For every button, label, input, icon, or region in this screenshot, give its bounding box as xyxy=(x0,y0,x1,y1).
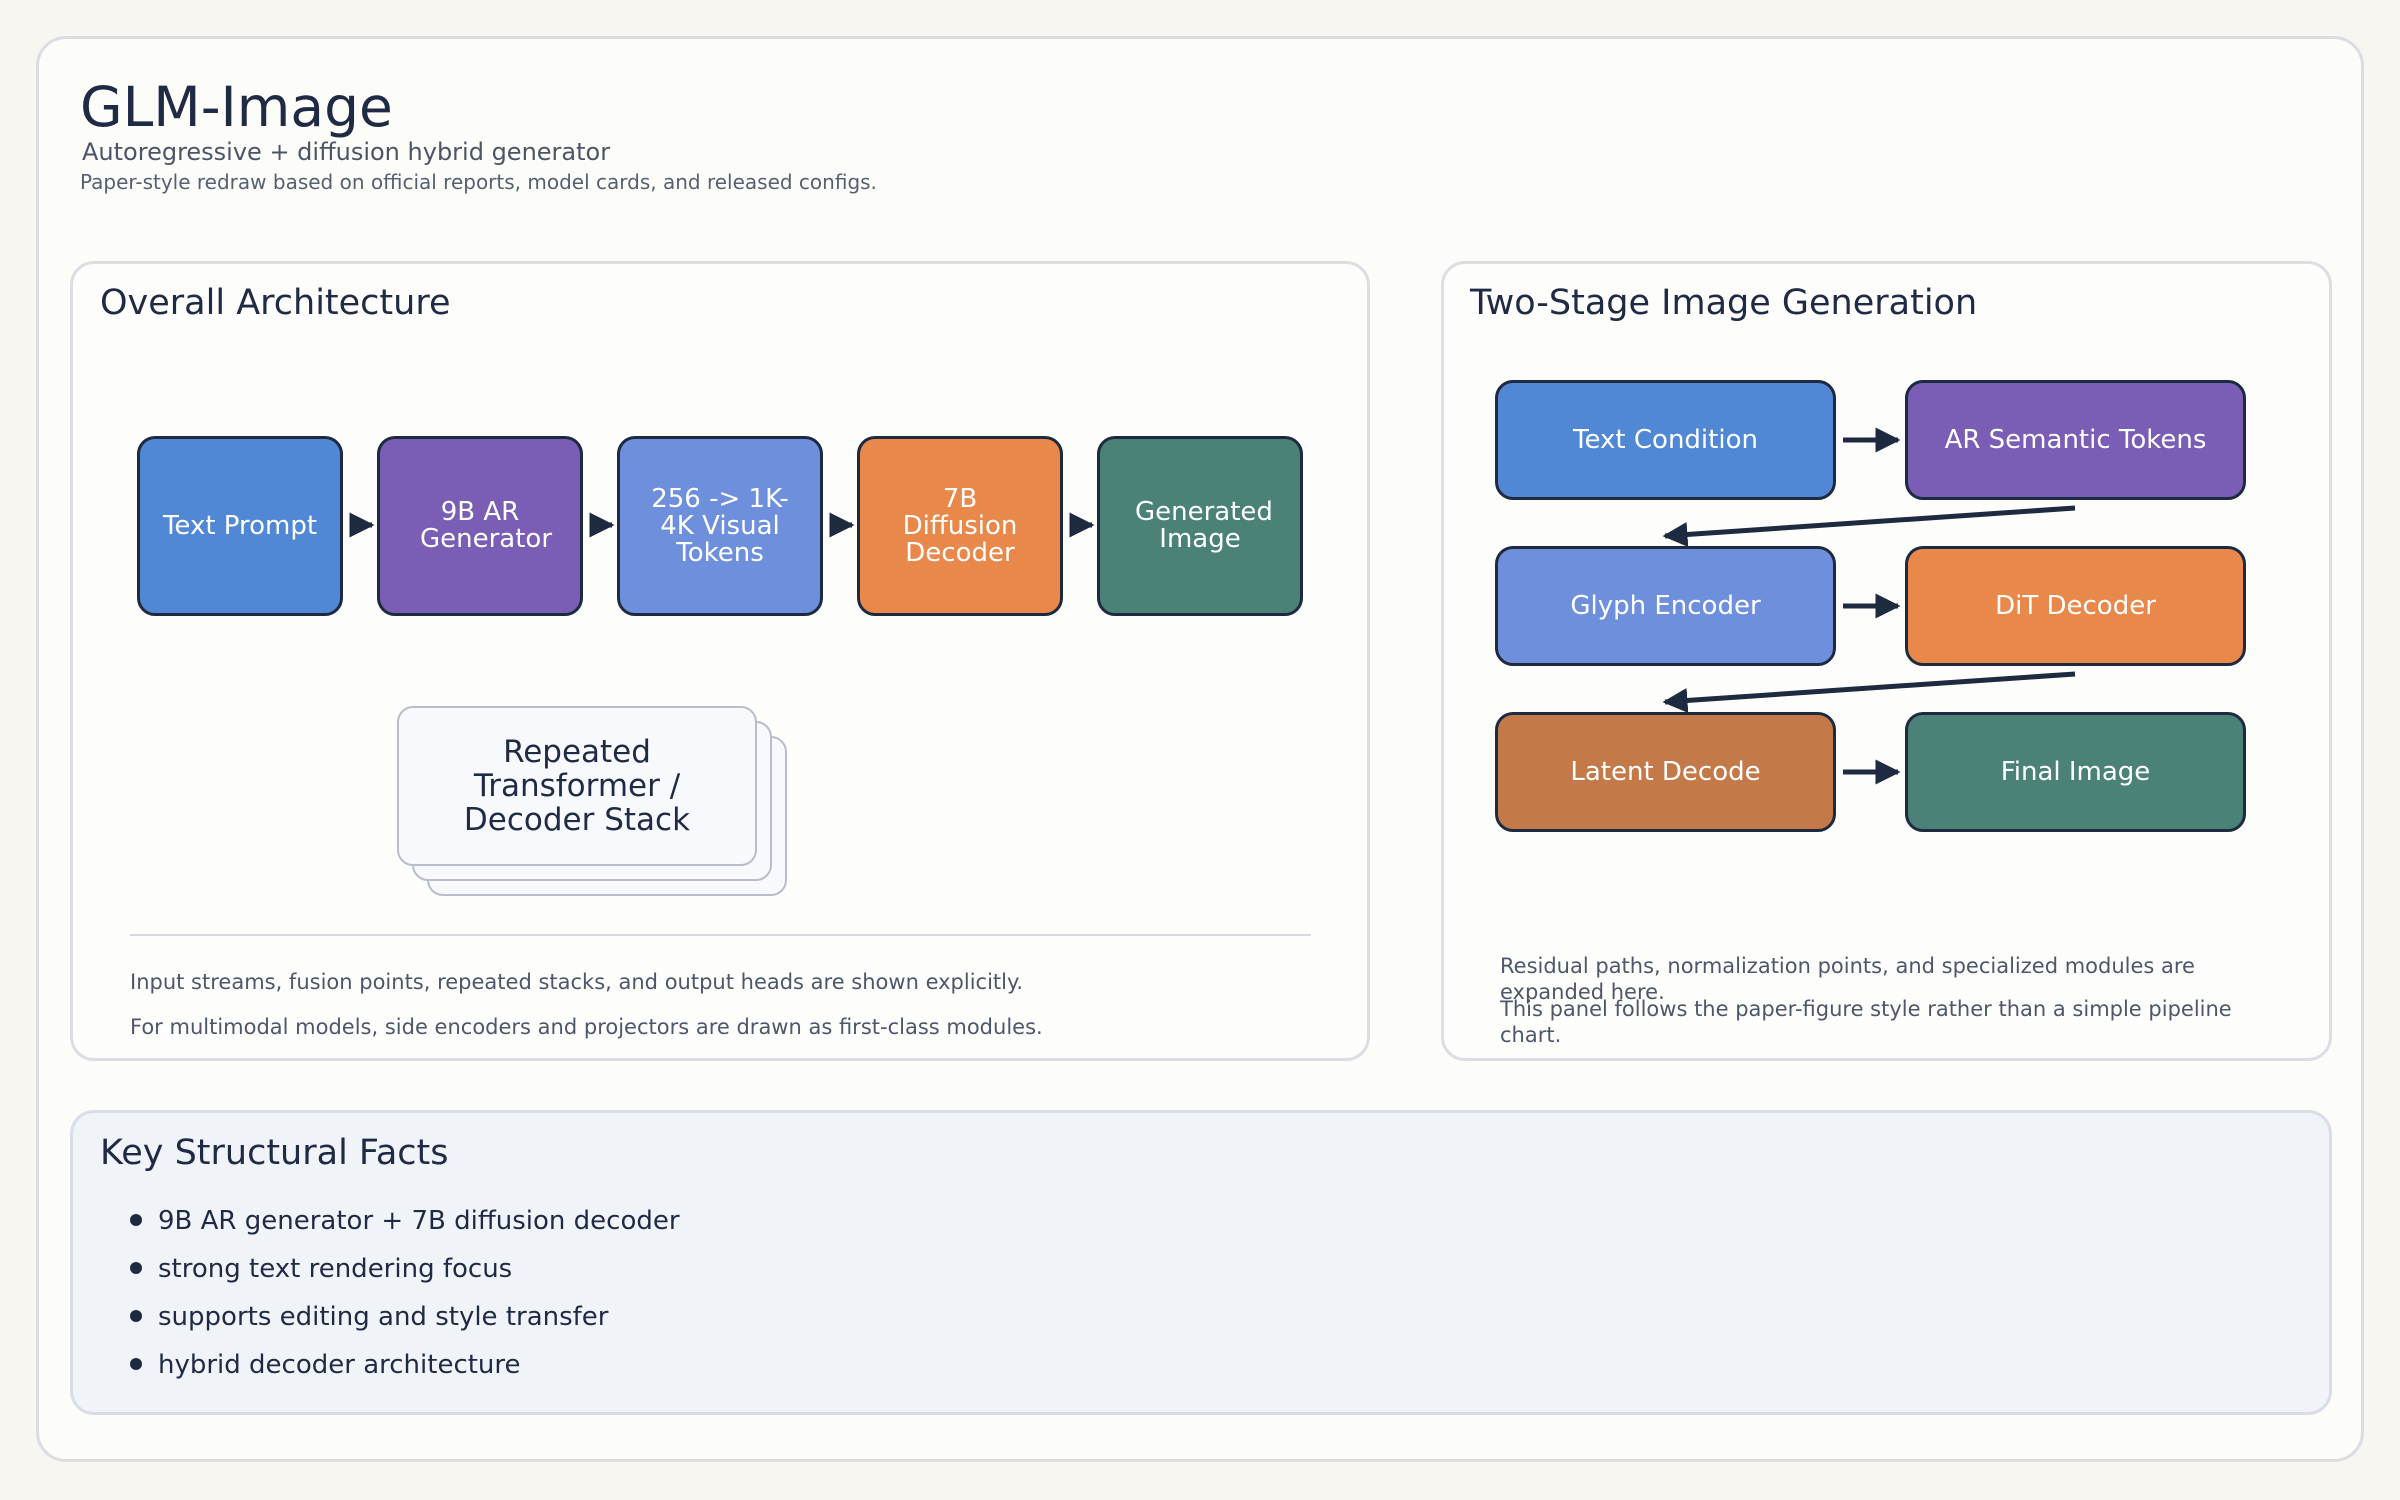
node-visual-tokens: 256 -> 1K-4K Visual Tokens xyxy=(617,436,823,616)
page-subtitle: Autoregressive + diffusion hybrid genera… xyxy=(82,138,611,166)
two-stage-caption-1: Residual paths, normalization points, an… xyxy=(1500,954,2195,1004)
bullet-icon xyxy=(130,1310,142,1322)
fact-item: supports editing and style transfer xyxy=(130,1296,680,1344)
fact-text: supports editing and style transfer xyxy=(158,1302,609,1332)
node-glyph-encoder: Glyph Encoder xyxy=(1495,546,1836,666)
node-final-image: Final Image xyxy=(1905,712,2246,832)
two-stage-title: Two-Stage Image Generation xyxy=(1470,283,1978,323)
architecture-caption-2: For multimodal models, side encoders and… xyxy=(130,1015,1043,1039)
facts-panel xyxy=(70,1110,2332,1415)
stack-label: Repeated Transformer / Decoder Stack xyxy=(463,734,691,838)
fact-text: strong text rendering focus xyxy=(158,1254,513,1284)
node-label: 9B AR Generator xyxy=(420,497,553,554)
facts-title: Key Structural Facts xyxy=(100,1133,449,1173)
node-generated-image: Generated Image xyxy=(1097,436,1303,616)
fact-item: strong text rendering focus xyxy=(130,1248,680,1296)
architecture-caption-1: Input streams, fusion points, repeated s… xyxy=(130,970,1024,994)
node-label: Generated Image xyxy=(1135,497,1273,554)
node-ar-semantic-tokens: AR Semantic Tokens xyxy=(1905,380,2246,500)
architecture-panel xyxy=(70,261,1370,1061)
architecture-divider xyxy=(130,934,1311,936)
node-label: Latent Decode xyxy=(1570,756,1761,787)
fact-item: 9B AR generator + 7B diffusion decoder xyxy=(130,1200,680,1248)
node-latent-decode: Latent Decode xyxy=(1495,712,1836,832)
node-label: 256 -> 1K-4K Visual Tokens xyxy=(651,483,789,568)
bullet-icon xyxy=(130,1214,142,1226)
node-diffusion-decoder: 7B Diffusion Decoder xyxy=(857,436,1063,616)
fact-item: hybrid decoder architecture xyxy=(130,1344,680,1392)
node-label: Glyph Encoder xyxy=(1570,590,1761,621)
fact-text: hybrid decoder architecture xyxy=(158,1350,521,1380)
bullet-icon xyxy=(130,1262,142,1274)
bullet-icon xyxy=(130,1358,142,1370)
node-text-prompt: Text Prompt xyxy=(137,436,343,616)
node-label: AR Semantic Tokens xyxy=(1944,424,2207,455)
page-title: GLM-Image xyxy=(80,75,393,139)
node-label: Final Image xyxy=(2000,756,2151,787)
facts-list: 9B AR generator + 7B diffusion decoder s… xyxy=(130,1200,680,1392)
node-dit-decoder: DiT Decoder xyxy=(1905,546,2246,666)
node-ar-generator: 9B AR Generator xyxy=(377,436,583,616)
node-label: Text Prompt xyxy=(162,510,318,541)
stack-card-front: Repeated Transformer / Decoder Stack xyxy=(397,706,757,866)
node-text-condition: Text Condition xyxy=(1495,380,1836,500)
architecture-title: Overall Architecture xyxy=(100,283,451,323)
two-stage-caption-2: This panel follows the paper-figure styl… xyxy=(1500,997,2232,1047)
fact-text: 9B AR generator + 7B diffusion decoder xyxy=(158,1206,680,1236)
node-label: DiT Decoder xyxy=(1995,590,2156,621)
page-note: Paper-style redraw based on official rep… xyxy=(80,170,877,194)
node-label: Text Condition xyxy=(1573,424,1758,455)
node-label: 7B Diffusion Decoder xyxy=(902,483,1018,568)
